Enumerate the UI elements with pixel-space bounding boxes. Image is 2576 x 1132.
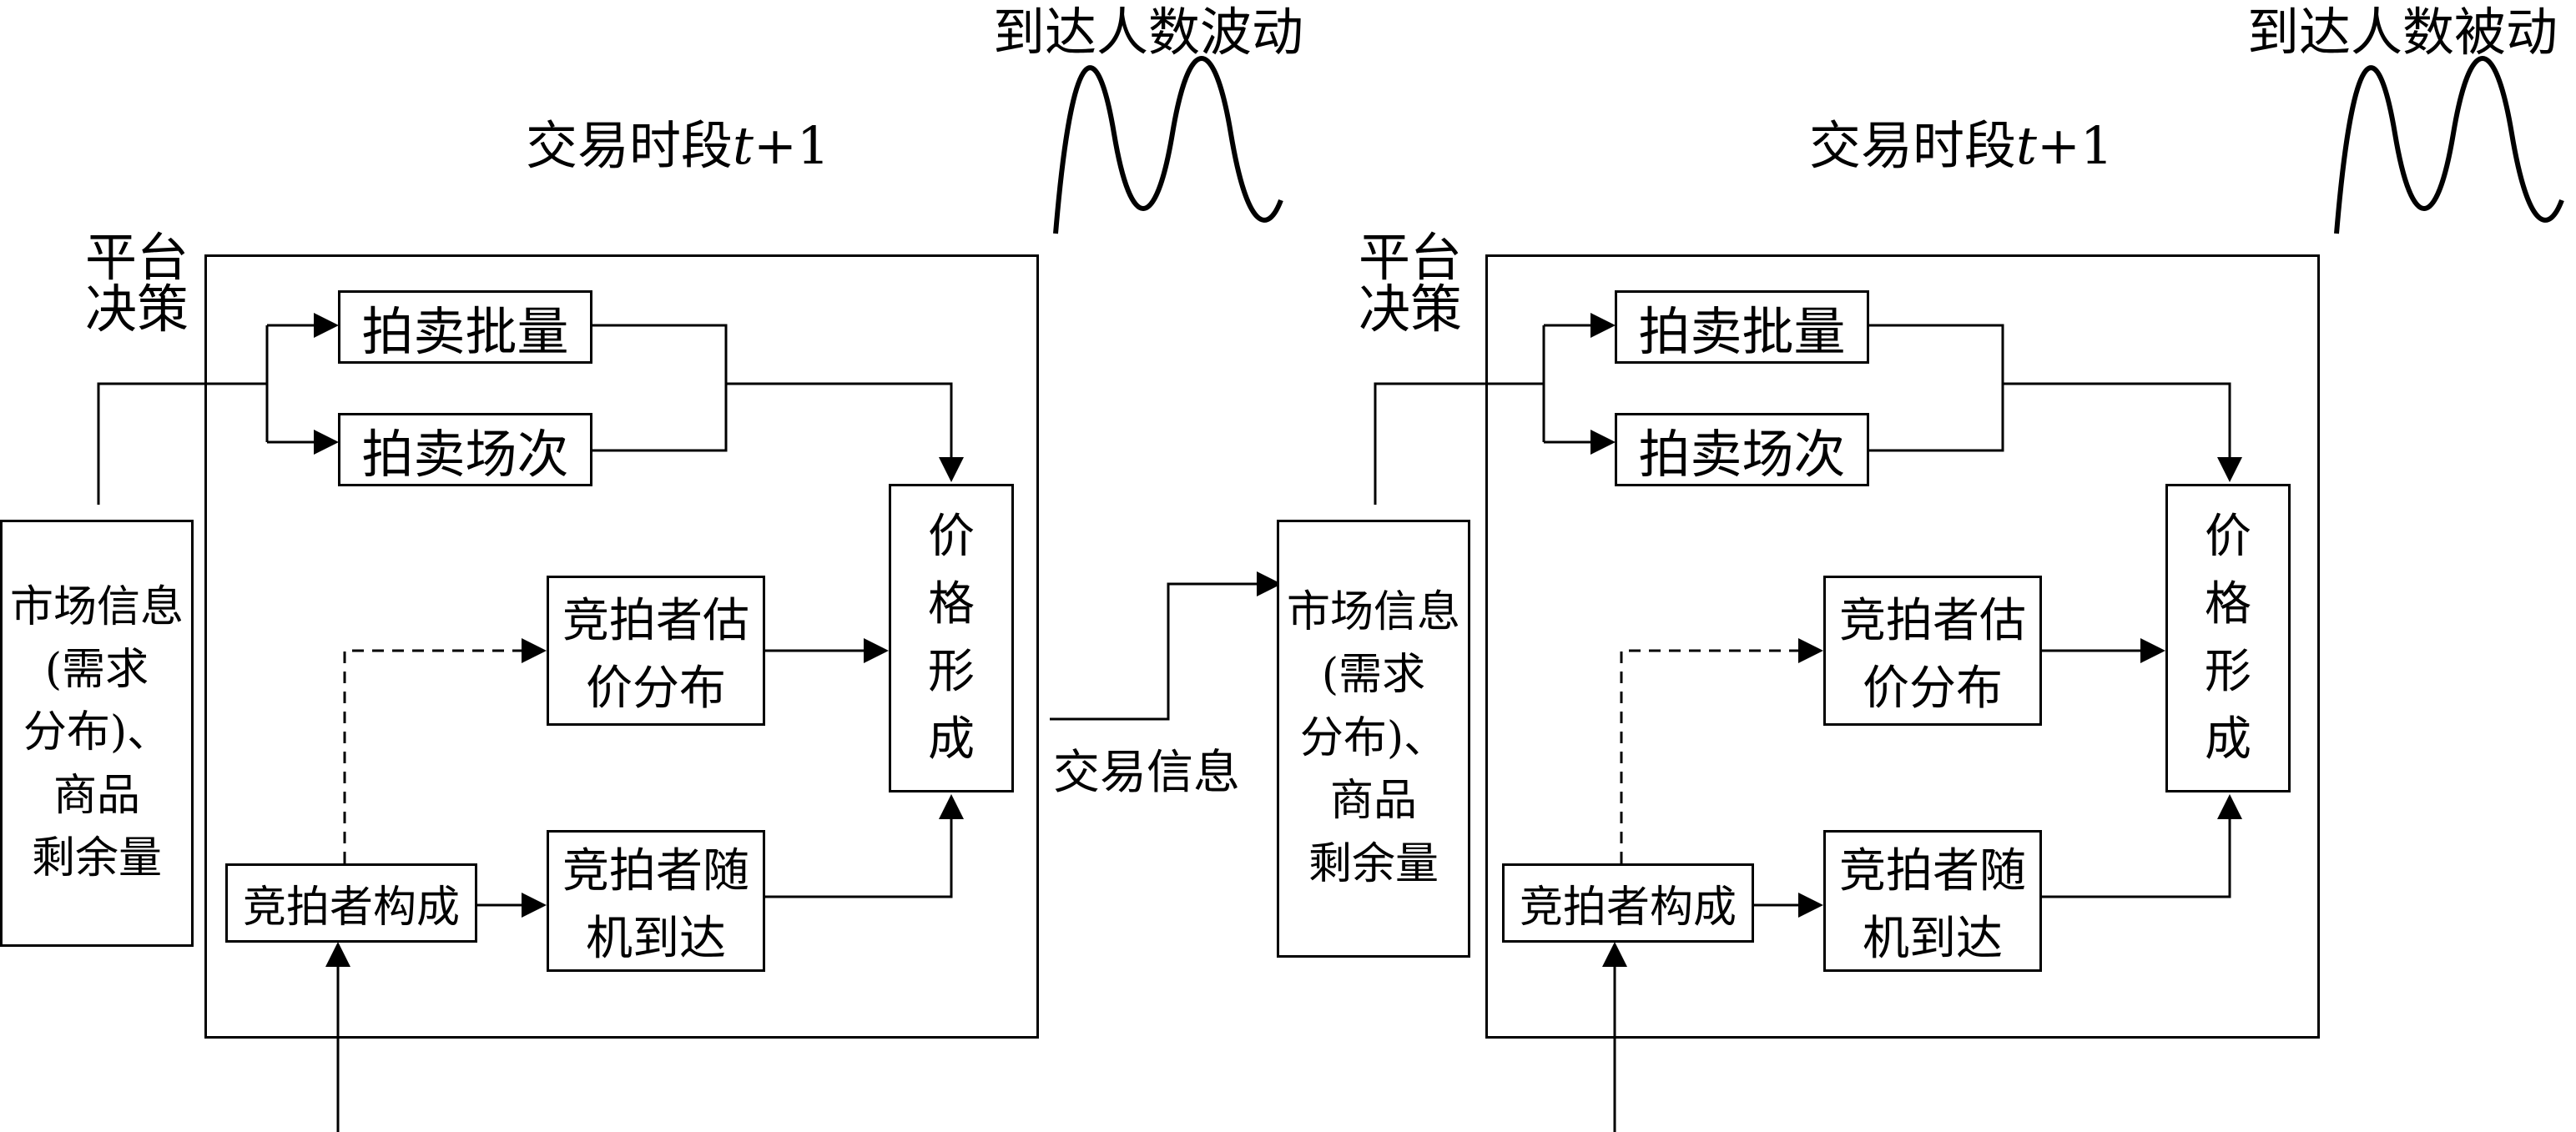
arrival-line: 机到达	[586, 912, 726, 966]
market-line: 市场信息	[1286, 587, 1460, 638]
left-bidder-arrival-box: 竞拍者随 机到达	[547, 830, 765, 972]
left-period-title: 交易时段t+1	[526, 115, 829, 177]
wave-right	[2334, 56, 2564, 234]
period-suffix: +1	[2036, 115, 2114, 176]
period-var: t	[2016, 115, 2037, 176]
left-panel-connectors	[97, 313, 964, 1132]
left-auction-sessions-box: 拍卖场次	[338, 413, 592, 486]
arrival-line: 竞拍者随	[1839, 844, 2026, 898]
price-char: 格	[928, 576, 975, 631]
left-auction-batch-box: 拍卖批量	[338, 290, 592, 364]
left-price-formation-box: 价 格 形 成	[889, 484, 1014, 792]
market-line: 剩余量	[31, 833, 162, 884]
right-wave-label: 到达人数被动	[2247, 2, 2558, 63]
left-bidder-composition-box: 竞拍者构成	[225, 863, 477, 943]
wave-left	[1053, 56, 1283, 234]
valuation-line: 竞拍者估	[1839, 594, 2026, 648]
market-line: 市场信息	[9, 581, 184, 632]
market-line: (需求	[44, 644, 149, 695]
right-period-frame	[1485, 254, 2320, 1039]
right-bidder-valuation-box: 竞拍者估 价分布	[1823, 576, 2042, 726]
price-char: 价	[928, 509, 975, 564]
market-line: 商品	[53, 770, 140, 821]
platform-line2: 决策	[1359, 279, 1463, 340]
valuation-line: 价分布	[1863, 662, 2003, 716]
left-bidder-valuation-box: 竞拍者估 价分布	[547, 576, 765, 726]
right-bidder-arrival-box: 竞拍者随 机到达	[1823, 830, 2042, 972]
price-char: 形	[928, 645, 975, 699]
transaction-info-label: 交易信息	[1053, 746, 1240, 800]
arrival-line: 竞拍者随	[562, 844, 749, 898]
left-period-frame	[204, 254, 1039, 1039]
right-platform-decision: 平台 决策	[1359, 232, 1462, 335]
market-line: 商品	[1329, 776, 1417, 827]
price-char: 形	[2205, 645, 2251, 699]
platform-line2: 决策	[85, 279, 189, 340]
right-auction-batch-box: 拍卖批量	[1615, 290, 1869, 364]
left-platform-decision: 平台 决策	[85, 232, 189, 335]
period-label: 交易时段	[1809, 115, 2017, 176]
right-period-title: 交易时段t+1	[1809, 115, 2113, 177]
valuation-line: 竞拍者估	[562, 594, 749, 648]
valuation-line: 价分布	[586, 662, 726, 716]
market-line: 剩余量	[1308, 838, 1439, 889]
price-char: 格	[2205, 576, 2251, 631]
right-market-info-box: 市场信息 (需求 分布)、 商品 剩余量	[1277, 520, 1470, 958]
platform-line1: 平台	[85, 227, 189, 288]
right-auction-sessions-box: 拍卖场次	[1615, 413, 1869, 486]
transaction-info-connector	[1050, 571, 1282, 721]
left-wave-label: 到达人数波动	[993, 2, 1304, 63]
right-price-formation-box: 价 格 形 成	[2165, 484, 2291, 792]
price-char: 价	[2205, 509, 2251, 564]
price-char: 成	[2205, 712, 2251, 767]
market-line: 分布)、	[23, 707, 171, 758]
right-bidder-composition-box: 竞拍者构成	[1502, 863, 1754, 943]
arrival-line: 机到达	[1863, 912, 2003, 966]
platform-line1: 平台	[1359, 227, 1463, 288]
price-char: 成	[928, 712, 975, 767]
market-line: 分布)、	[1299, 712, 1448, 763]
market-line: (需求	[1321, 650, 1426, 701]
period-var: t	[733, 115, 754, 176]
right-panel-connectors	[1374, 313, 2242, 1132]
period-suffix: +1	[753, 115, 830, 176]
period-label: 交易时段	[526, 115, 733, 176]
left-market-info-box: 市场信息 (需求 分布)、 商品 剩余量	[0, 520, 194, 947]
